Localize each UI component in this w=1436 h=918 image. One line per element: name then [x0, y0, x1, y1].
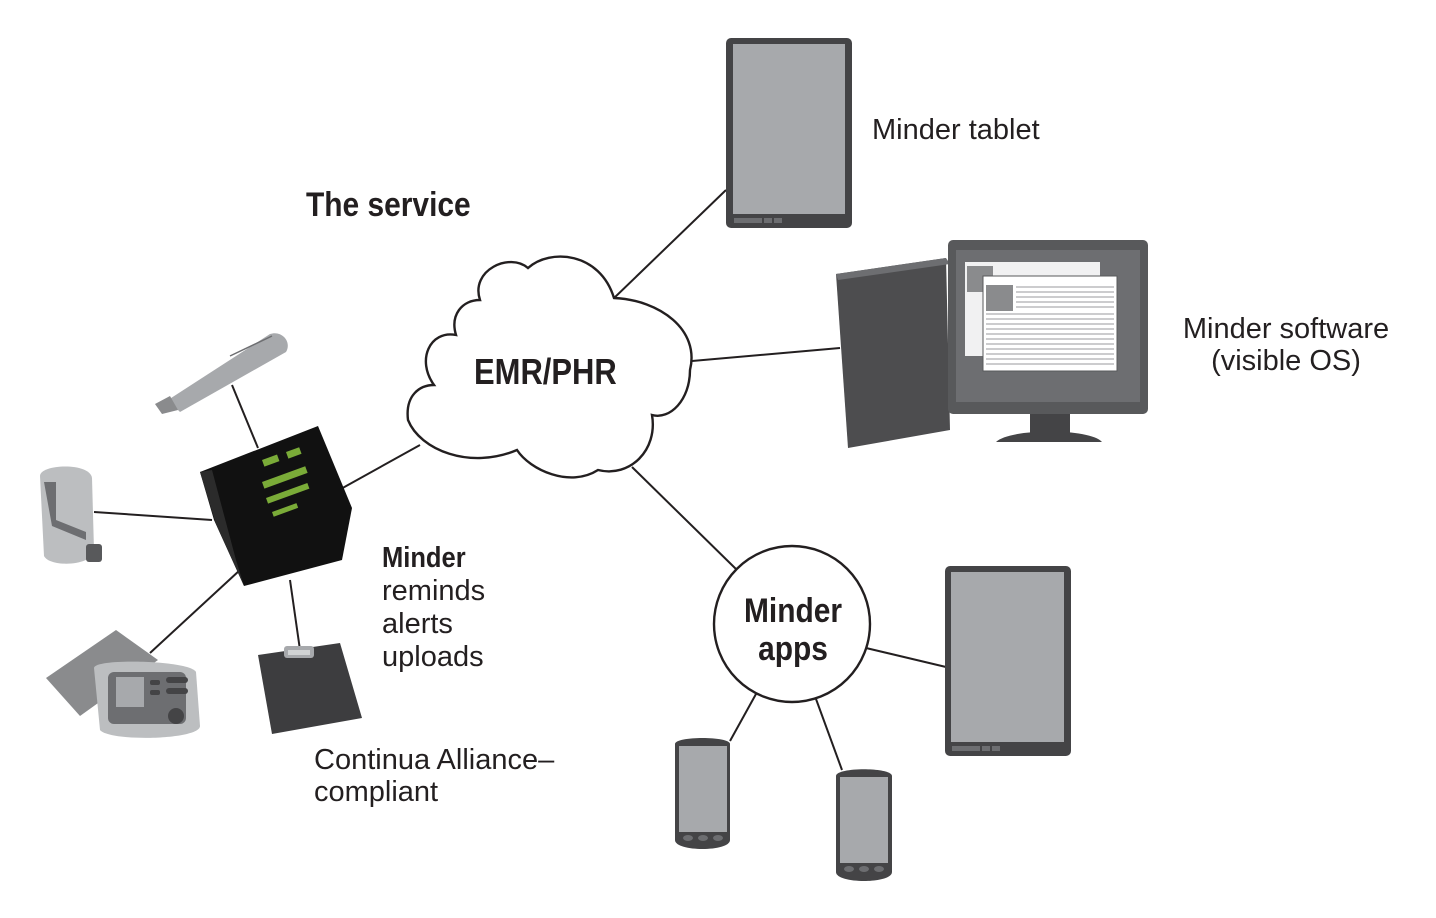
line-cloud-apps	[631, 466, 738, 571]
connectors	[93, 189, 947, 771]
hub-display	[262, 447, 310, 517]
minder-tablet-label: Minder tablet	[872, 114, 1040, 146]
devices-caption-line-1: Continua Alliance–	[314, 744, 555, 776]
hub-function-reminds: reminds	[382, 575, 486, 607]
line-hub-bp-monitor	[149, 569, 241, 654]
devices-caption: Continua Alliance– compliant	[314, 744, 554, 808]
line-hub-scale	[289, 579, 301, 651]
line-hub-inhaler	[93, 511, 213, 521]
minder-apps-label: Minder apps	[741, 592, 845, 668]
line-hub-dongle	[231, 384, 259, 449]
line-apps-phone-1	[729, 693, 757, 742]
smartphone-icon-2	[836, 769, 892, 881]
smartphone-icon-1	[675, 738, 730, 849]
apps-tablet-icon	[945, 566, 1071, 756]
blood-pressure-monitor-icon	[46, 630, 200, 738]
hub-function-alerts: alerts	[382, 608, 453, 640]
software-label-line-2: (visible OS)	[1211, 345, 1361, 377]
diagram-title: The service	[306, 186, 471, 224]
line-apps-phone-2	[815, 698, 843, 771]
minder-hub-device-icon	[200, 426, 352, 586]
line-cloud-hub	[329, 444, 421, 496]
inhaler-icon	[40, 466, 102, 564]
software-label-line-1: Minder software	[1182, 313, 1390, 345]
apps-label-line-1: Minder	[743, 592, 843, 630]
devices-caption-line-2: compliant	[314, 776, 439, 808]
desktop-computer-icon	[836, 240, 1148, 448]
line-apps-tablet	[865, 647, 947, 668]
minder-apps-circle	[712, 544, 872, 704]
window-text-lines	[986, 286, 1114, 365]
weight-scale-icon	[258, 643, 362, 734]
cloud-label: EMR/PHR	[474, 351, 617, 392]
minder-tablet-icon	[726, 38, 852, 228]
line-cloud-tablet	[611, 189, 727, 301]
cloud-shape	[406, 255, 693, 479]
hub-name: Minder	[382, 542, 466, 574]
hub-description: Minder reminds alerts uploads	[382, 542, 485, 674]
hub-function-uploads: uploads	[382, 641, 484, 673]
line-cloud-computer	[691, 347, 841, 362]
apps-label-line-2: apps	[758, 630, 828, 668]
usb-dongle-icon	[155, 333, 288, 414]
minder-software-label: Minder software (visible OS)	[1170, 313, 1402, 377]
